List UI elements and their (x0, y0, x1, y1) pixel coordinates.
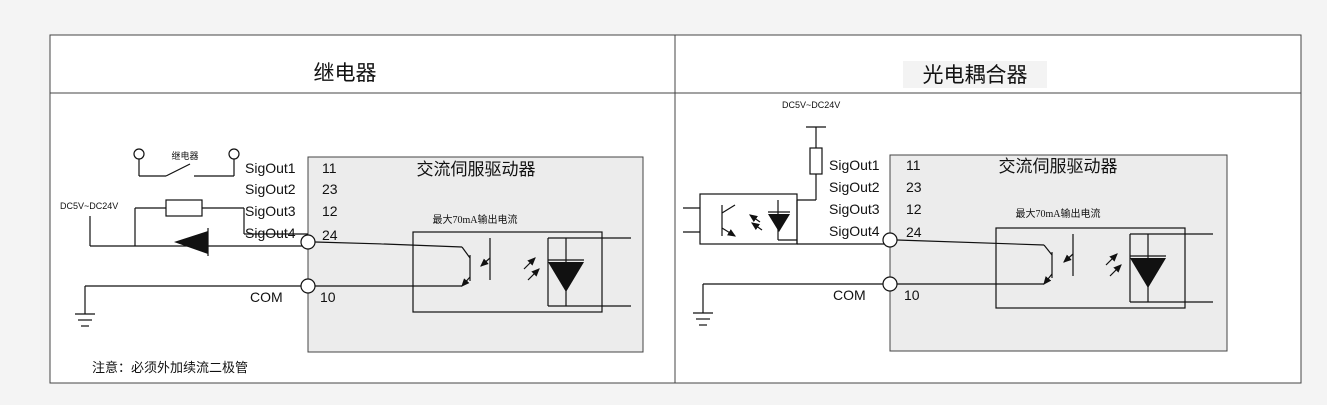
left-com-pin: 10 (320, 289, 336, 305)
opto-led-triangle (768, 214, 790, 232)
left-driver-box (307, 156, 644, 353)
right-panel: 光电耦合器 交流伺服驱动器 最大70mA输出电流 SigOut1 SigOut2… (683, 61, 1228, 352)
left-supply-label: DC5V~DC24V (60, 201, 118, 211)
led-triangle (548, 262, 584, 292)
diode-icon (174, 231, 208, 254)
right-supply-label: DC5V~DC24V (782, 100, 840, 110)
left-pin-number: 24 (322, 227, 338, 243)
right-led-triangle (1130, 258, 1166, 288)
left-signal-label: SigOut4 (245, 225, 296, 241)
left-signal-label: SigOut1 (245, 160, 296, 176)
optocoupler-icon (683, 193, 884, 245)
right-title-bg (903, 61, 1047, 88)
left-pin-number: 11 (322, 160, 337, 176)
right-com-label: COM (833, 287, 866, 303)
left-note: 注意：必须外加续流二极管 (92, 360, 248, 375)
right-driver-box (889, 154, 1228, 352)
left-driver-title: 交流伺服驱动器 (417, 160, 536, 179)
left-pin-number: 12 (322, 203, 338, 219)
left-signal-label: SigOut2 (245, 181, 296, 197)
right-output-transistor-icon (1043, 234, 1074, 285)
left-panel-title: 继电器 (314, 61, 377, 85)
right-pin-number: 23 (906, 179, 922, 195)
output-transistor-icon (461, 238, 491, 287)
left-internal-wiring (75, 231, 631, 327)
right-current-label: 最大70mA输出电流 (1016, 207, 1101, 220)
right-pin-number: 11 (906, 157, 921, 173)
right-panel-title: 光电耦合器 (923, 63, 1028, 87)
right-signal-label: SigOut3 (829, 201, 880, 217)
right-signal-label: SigOut2 (829, 179, 880, 195)
right-driver-title: 交流伺服驱动器 (999, 157, 1118, 176)
right-signal-label: SigOut1 (829, 157, 880, 173)
left-signal-label: SigOut3 (245, 203, 296, 219)
left-current-label: 最大70mA输出电流 (433, 213, 518, 226)
right-signal-label: SigOut4 (829, 223, 880, 239)
left-panel: 继电器 交流伺服驱动器 最大70mA输出电流 SigOut1 SigOut2 S… (60, 61, 644, 375)
left-com-label: COM (250, 289, 283, 305)
right-internal-wiring (693, 227, 1213, 326)
left-pin-number: 23 (322, 181, 338, 197)
right-supply-resistor (797, 126, 826, 201)
right-com-pin: 10 (904, 287, 920, 303)
right-pin-number: 12 (906, 201, 922, 217)
relay-label: 继电器 (171, 150, 198, 161)
right-pin-number: 24 (906, 224, 922, 240)
relay-symbol (133, 148, 240, 177)
